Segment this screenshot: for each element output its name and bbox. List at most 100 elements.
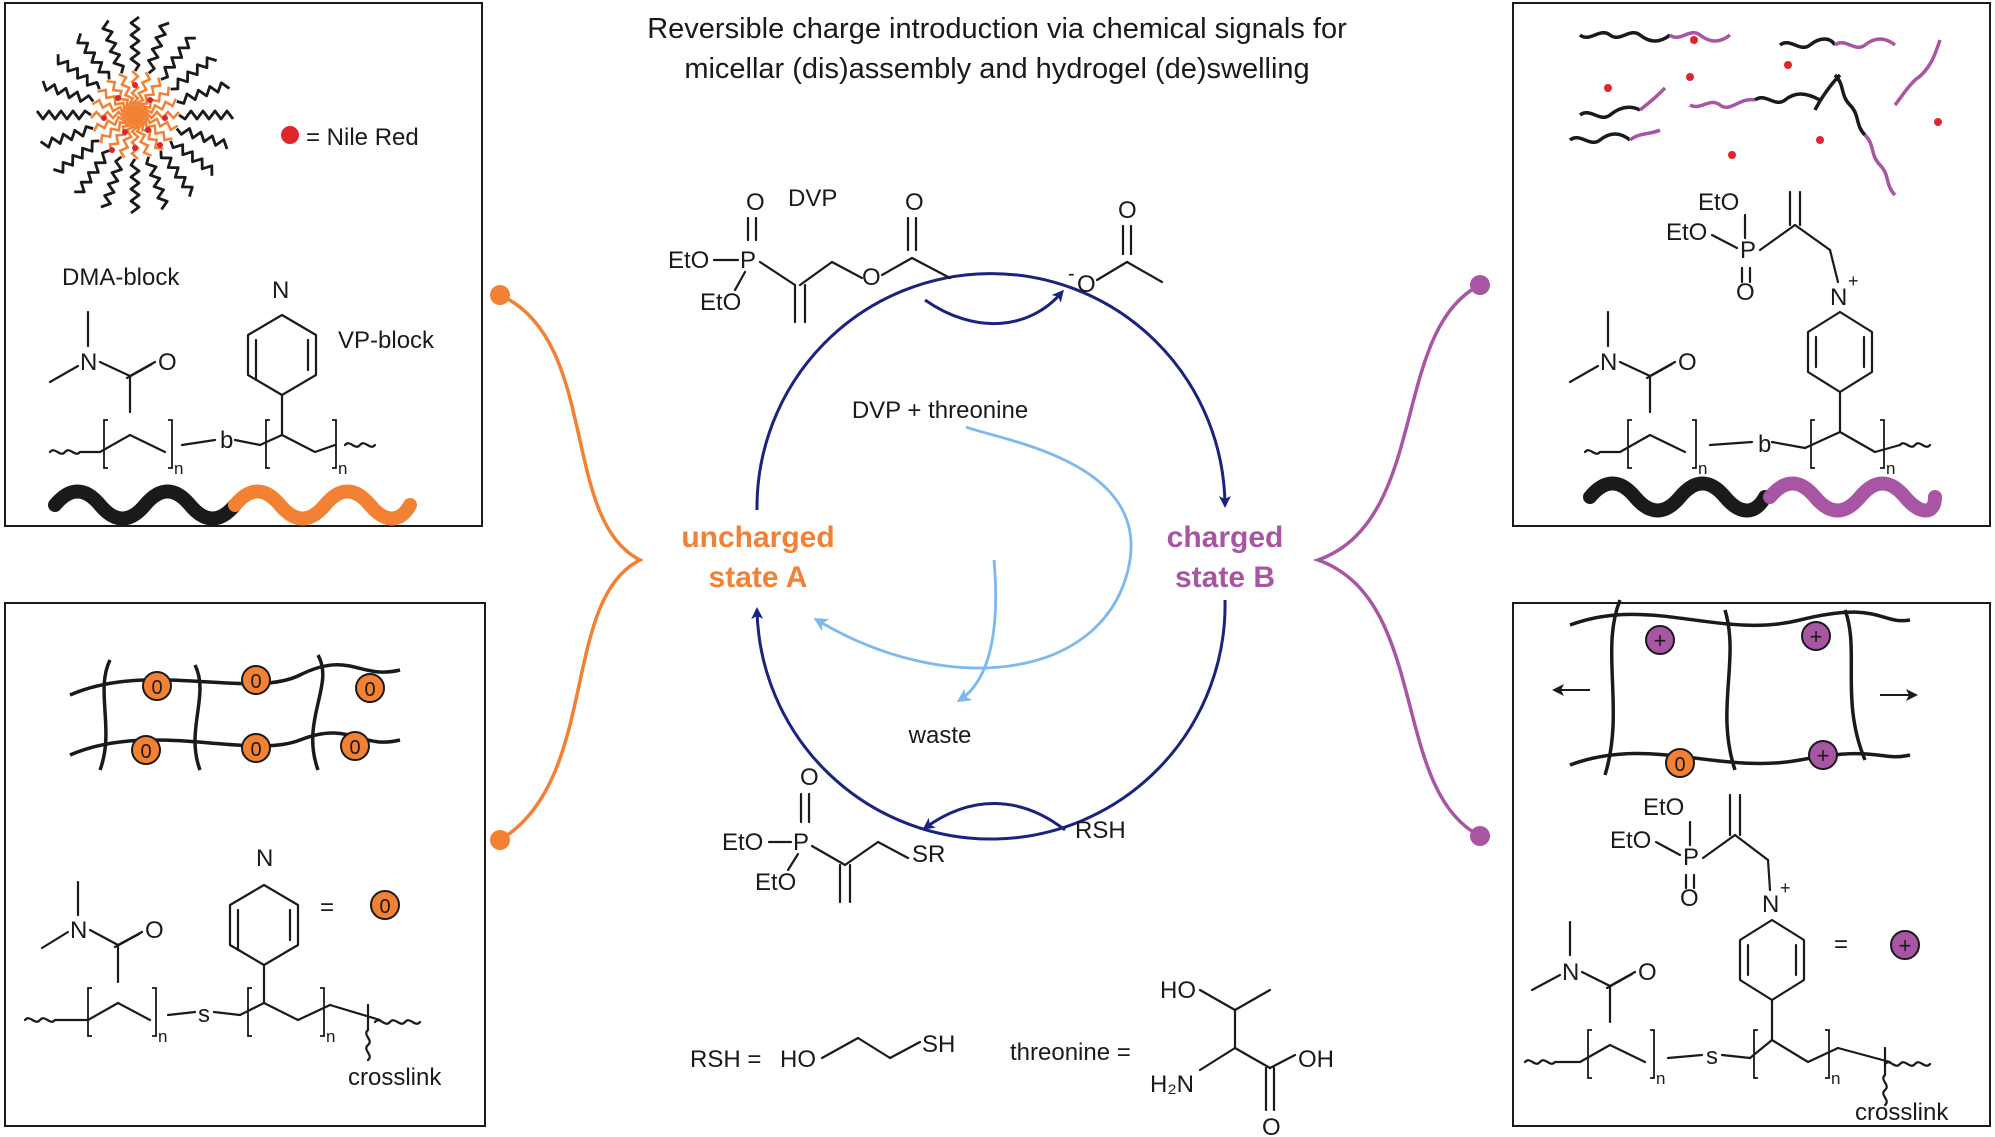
svg-text:O: O	[1118, 197, 1137, 224]
positive-site: +	[1801, 621, 1831, 651]
uncharged-state-label-2: state A	[709, 561, 808, 594]
svg-text:N: N	[256, 845, 273, 872]
micelle	[35, 15, 235, 215]
svg-text:0: 0	[250, 671, 261, 693]
thiol-adduct-molecule: O EtO P EtO SR	[722, 764, 945, 904]
svg-text:=: =	[1834, 931, 1848, 958]
tr-charged-copolymer-structure: EtO EtO P O N + N O n b n	[1568, 189, 1932, 478]
acetate-release-arrow	[924, 289, 1064, 326]
threonine-definition: threonine = HO H₂N OH O	[1010, 977, 1334, 1137]
nile-red-dot	[132, 82, 138, 88]
positive-site: +	[1808, 740, 1838, 770]
svg-text:+: +	[1810, 624, 1823, 649]
svg-text:SH: SH	[922, 1031, 955, 1058]
nile-red-dot	[145, 127, 151, 133]
svg-text:N: N	[1762, 891, 1779, 918]
svg-text:N: N	[1562, 959, 1579, 986]
dma-block-label: DMA-block	[62, 264, 180, 291]
svg-text:0: 0	[140, 741, 151, 763]
svg-text:n: n	[158, 1027, 167, 1046]
svg-text:threonine =: threonine =	[1010, 1039, 1131, 1066]
svg-text:OH: OH	[1298, 1046, 1334, 1073]
positive-site: +	[1645, 625, 1675, 655]
neutral-sites: 0 0 0 0 0 0	[131, 665, 385, 765]
neutral-site: 0	[241, 665, 271, 695]
nile-red-legend-dot	[281, 126, 299, 144]
dvp-label: DVP	[788, 185, 837, 212]
nile-red-legend-label: = Nile Red	[306, 124, 419, 151]
svg-text:O: O	[145, 917, 164, 944]
charged-sites: + + + 0	[1645, 621, 1838, 778]
svg-text:O: O	[1736, 279, 1755, 306]
svg-text:=: =	[320, 894, 334, 921]
purple-bracket-dot-bottom	[1470, 826, 1490, 846]
svg-text:s: s	[1706, 1043, 1718, 1070]
svg-text:P: P	[1740, 237, 1756, 264]
purple-bracket-dot-top	[1470, 275, 1490, 295]
nile-red-dot	[132, 145, 138, 151]
vp-block-wave	[228, 484, 417, 526]
rsh-definition: RSH = HO SH	[690, 1031, 955, 1073]
title-line-2: micellar (dis)assembly and hydrogel (de)…	[684, 53, 1309, 85]
charged-state-label-1: charged	[1167, 521, 1284, 554]
svg-text:+: +	[1654, 628, 1667, 653]
dvp-threonine-label: DVP + threonine	[852, 397, 1028, 424]
svg-text:n: n	[1886, 459, 1895, 478]
nile-red-dot	[162, 115, 168, 121]
svg-text:+: +	[1780, 878, 1791, 898]
cycle-arrow-to-charged	[755, 272, 1231, 511]
svg-text:N: N	[1830, 284, 1847, 311]
neutral-site: 0	[241, 733, 271, 763]
cycle-arrow-to-uncharged	[751, 599, 1227, 841]
thiol-adduct-arrow	[922, 802, 1066, 832]
svg-text:P: P	[1683, 844, 1699, 871]
panel-micelle-assembled	[4, 2, 483, 527]
neutral-site: 0	[131, 735, 161, 765]
svg-text:SR: SR	[912, 841, 945, 868]
svg-text:EtO: EtO	[1610, 827, 1651, 854]
svg-text:O: O	[905, 189, 924, 216]
neutral-site: 0	[142, 671, 172, 701]
neutral-site: 0	[355, 673, 385, 703]
svg-text:HO: HO	[780, 1046, 816, 1073]
acetate-molecule: - O O	[1068, 197, 1164, 298]
br-charged-polymer-structure: EtO EtO P O N + = + N O n s	[1523, 793, 1949, 1126]
uncharged-state-label-1: uncharged	[681, 521, 834, 554]
svg-text:n: n	[1831, 1069, 1840, 1088]
svg-text:P: P	[740, 247, 756, 274]
rsh-label: RSH	[1075, 817, 1126, 844]
svg-text:HO: HO	[1160, 977, 1196, 1004]
neutral-site-legend	[370, 890, 400, 920]
br-crosslink-label: crosslink	[1855, 1099, 1949, 1126]
panel-micelle-disassembled	[1512, 2, 1991, 527]
title-line-1: Reversible charge introduction via chemi…	[647, 13, 1347, 45]
svg-text:0: 0	[250, 739, 261, 761]
nile-red-dot	[147, 97, 153, 103]
svg-text:N: N	[80, 349, 97, 376]
svg-text:O: O	[1678, 349, 1697, 376]
bl-polymer-structure: N O N = 0 n s n crosslink	[23, 845, 442, 1091]
nile-red-dot	[122, 129, 128, 135]
neutral-site: 0	[1665, 748, 1695, 778]
svg-text:N: N	[70, 917, 87, 944]
svg-text:N: N	[1600, 349, 1617, 376]
orange-bracket	[490, 285, 644, 850]
svg-text:n: n	[174, 459, 183, 478]
waste-arrow	[956, 559, 998, 703]
svg-text:+: +	[1817, 743, 1830, 768]
svg-text:N: N	[272, 277, 289, 304]
free-polymer-chains	[1568, 31, 1942, 197]
swollen-hydrogel-network	[1552, 599, 1918, 776]
svg-text:RSH =: RSH =	[690, 1046, 761, 1073]
svg-text:+: +	[1899, 933, 1912, 958]
purple-bracket	[1312, 275, 1490, 846]
svg-text:O: O	[862, 264, 881, 291]
svg-text:O: O	[746, 189, 765, 216]
svg-text:-: -	[1068, 263, 1075, 285]
waste-label: waste	[908, 722, 972, 749]
svg-text:EtO: EtO	[668, 247, 709, 274]
nile-red-dot	[157, 142, 163, 148]
svg-text:EtO: EtO	[722, 829, 763, 856]
threonine-loop-arrow	[813, 425, 1133, 670]
